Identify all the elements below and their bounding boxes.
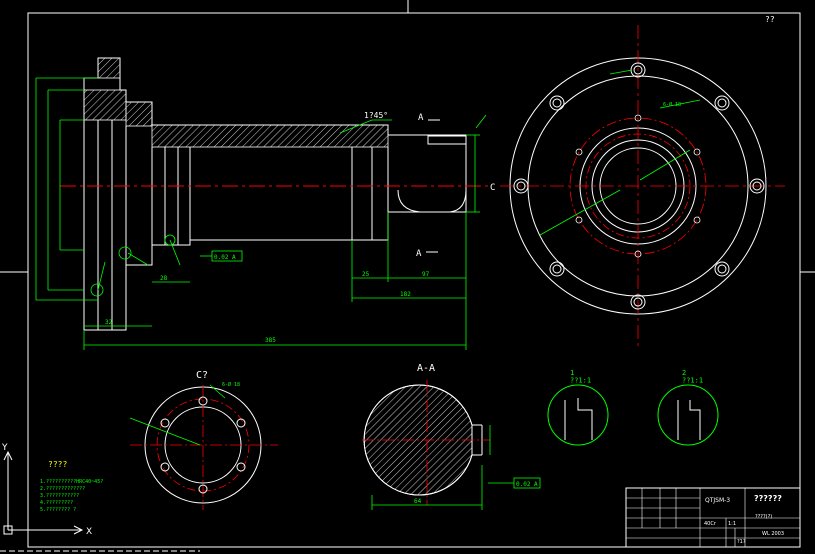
shaft-hatch-upper (83, 57, 389, 148)
section-aa-width: 64 (414, 498, 422, 505)
section-c-view[interactable]: C? 6-Ø 18 (129, 370, 278, 510)
notes-title: ???? (48, 460, 67, 469)
detail-1-label: 1??1:1 (570, 369, 591, 385)
ucs-y-label: Y (1, 443, 8, 453)
title-part-name: ????(?) (755, 514, 772, 520)
length-28-dim: 28 (160, 275, 168, 282)
notes-line-3: 3.??????????? (40, 493, 79, 499)
title-part-code: QTJSM-3 (705, 497, 730, 504)
cut-a-top-label: A (418, 113, 424, 123)
flange-small-holes (575, 114, 701, 258)
title-sheet: ?1? (737, 539, 746, 545)
section-c-hole-callout: 6-Ø 18 (222, 381, 240, 388)
notes-line-1: 1.??????????HRC40~45? (40, 479, 103, 485)
cut-c-label: C (490, 183, 495, 193)
shaft-dimensions (35, 77, 487, 350)
overall-length-dim: 385 (265, 337, 276, 344)
length-97-dim: 97 (422, 271, 430, 278)
detail-2-marker[interactable] (90, 283, 104, 297)
detail-1-view[interactable]: 1??1:1 (547, 369, 609, 446)
section-aa-tolerance: 0.02 A (516, 481, 538, 488)
title-block[interactable]: QTJSM-3 ?????? ????(?) 1:1 40Cr ?1? WL 2… (625, 487, 801, 548)
title-drawing-no: WL 2003 (762, 531, 784, 537)
length-25-dim: 25 (362, 271, 370, 278)
datum-circle (164, 234, 176, 246)
corner-marks-text: ?? (765, 15, 775, 24)
flange-side-view[interactable]: 6-Ø 18 (500, 25, 785, 350)
svg-text:0.02 A: 0.02 A (214, 254, 236, 261)
section-c-holes (160, 396, 246, 494)
notes-line-5: 5.???????? ? (40, 507, 76, 513)
chamfer-note: 1?45° (364, 111, 388, 120)
notes-line-4: 4.????????? (40, 500, 73, 506)
tolerance-frame: 0.02 A (211, 250, 243, 262)
ucs-x-label: X (86, 527, 92, 537)
section-aa-label: A-A (417, 363, 435, 374)
shaft-front-view[interactable]: 0.02 A 385 182 97 25 32 28 1?45° A A C (35, 57, 495, 350)
shaft-outline (83, 57, 467, 331)
ucs-icon (3, 450, 84, 535)
flange-hole-callout: 6-Ø 18 (663, 101, 681, 108)
flange-dimensions (539, 69, 701, 236)
section-c-label: C? (196, 370, 208, 381)
cut-a-bottom-label: A (416, 249, 422, 259)
length-32-dim: 32 (105, 319, 113, 326)
title-material: 40Cr (704, 521, 717, 527)
detail-2-view[interactable]: 2??1:1 (657, 369, 719, 446)
notes-line-2: 2.????????????? (40, 486, 85, 492)
detail-1-marker[interactable] (118, 246, 132, 260)
detail-2-label: 2??1:1 (682, 369, 703, 385)
flange-bolt-holes (513, 62, 765, 310)
title-scale: 1:1 (728, 521, 736, 527)
title-school: ?????? (754, 494, 782, 503)
technical-notes: ???? 1.??????????HRC40~45? 2.???????????… (40, 460, 103, 513)
length-182-dim: 182 (400, 291, 411, 298)
section-aa-view[interactable]: A-A 64 0.02 A (362, 363, 541, 510)
